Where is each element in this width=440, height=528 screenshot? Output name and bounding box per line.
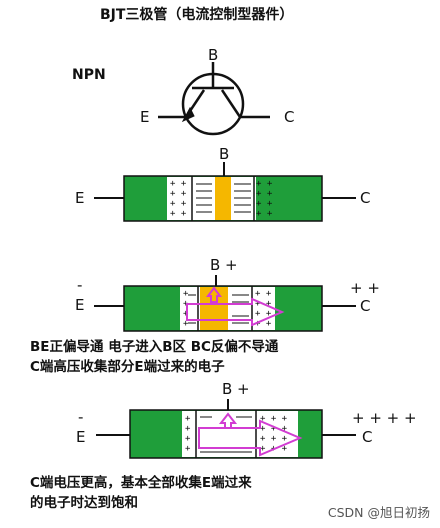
symbol-collector-label: C <box>284 108 295 126</box>
d1-collector-label: C <box>360 189 371 207</box>
d1-emitter-label: E <box>75 189 85 207</box>
svg-text:+: + <box>185 414 191 424</box>
caption-1-line-2: C端高压收集部分E端过来的电子 <box>30 359 225 375</box>
svg-text:+: + <box>185 444 191 454</box>
npn-label: NPN <box>72 67 106 83</box>
caption-2-line-2: 的电子时达到饱和 <box>30 495 138 511</box>
caption-1-line-1: BE正偏导通 电子进入B区 BC反偏不导通 <box>30 339 279 355</box>
svg-text:+ + +: + + + <box>260 434 288 444</box>
svg-text:+ +: + + <box>255 289 272 299</box>
d3-emitter-label: E <box>76 428 86 446</box>
d3-base-label: B + <box>222 380 250 398</box>
svg-text:+ + +: + + + <box>260 424 288 434</box>
svg-text:+ +: + + <box>255 319 272 329</box>
page-title: BJT三极管（电流控制型器件） <box>100 7 294 23</box>
d2-emitter-label: E <box>75 296 85 314</box>
svg-text:+: + <box>185 434 191 444</box>
svg-text:+ +: + + <box>170 179 187 189</box>
d2-collector-label: C <box>360 297 371 315</box>
svg-text:+ +: + + <box>255 309 272 319</box>
svg-text:+ +: + + <box>170 189 187 199</box>
svg-text:+: + <box>183 319 189 329</box>
diagram-1: + ++ ++ ++ + + ++ ++ ++ + <box>94 162 356 222</box>
svg-text:+ +: + + <box>170 199 187 209</box>
svg-text:+ +: + + <box>170 209 187 219</box>
svg-text:+: + <box>185 424 191 434</box>
d2-collector-sign: + + <box>350 279 380 297</box>
svg-text:+ +: + + <box>256 209 273 219</box>
watermark: CSDN @旭日初扬 <box>327 504 430 520</box>
svg-text:+ + +: + + + <box>260 414 288 424</box>
svg-text:+ +: + + <box>256 189 273 199</box>
d3-collector-sign: + + + + <box>352 409 417 427</box>
npn-symbol <box>158 62 270 136</box>
d2-base-label: B + <box>210 256 238 274</box>
svg-text:+ +: + + <box>256 179 273 189</box>
d2-emitter-sign: - <box>77 276 83 294</box>
electron-flow-arrow-saturated <box>198 412 303 457</box>
svg-text:+ +: + + <box>256 199 273 209</box>
symbol-base-label: B <box>208 46 219 64</box>
symbol-emitter-label: E <box>140 108 150 126</box>
diagram-3: ++++ + + ++ + ++ + ++ + + <box>96 399 356 459</box>
d1-base-label: B <box>219 145 230 163</box>
d3-collector-label: C <box>362 428 373 446</box>
caption-2-line-1: C端电压更高，基本全部收集E端过来 <box>30 475 252 491</box>
svg-text:+: + <box>183 289 189 299</box>
diagram-2: ++++ + ++ ++ ++ + <box>94 275 356 332</box>
d3-emitter-sign: - <box>78 408 84 426</box>
electron-flow-arrow <box>186 286 285 327</box>
